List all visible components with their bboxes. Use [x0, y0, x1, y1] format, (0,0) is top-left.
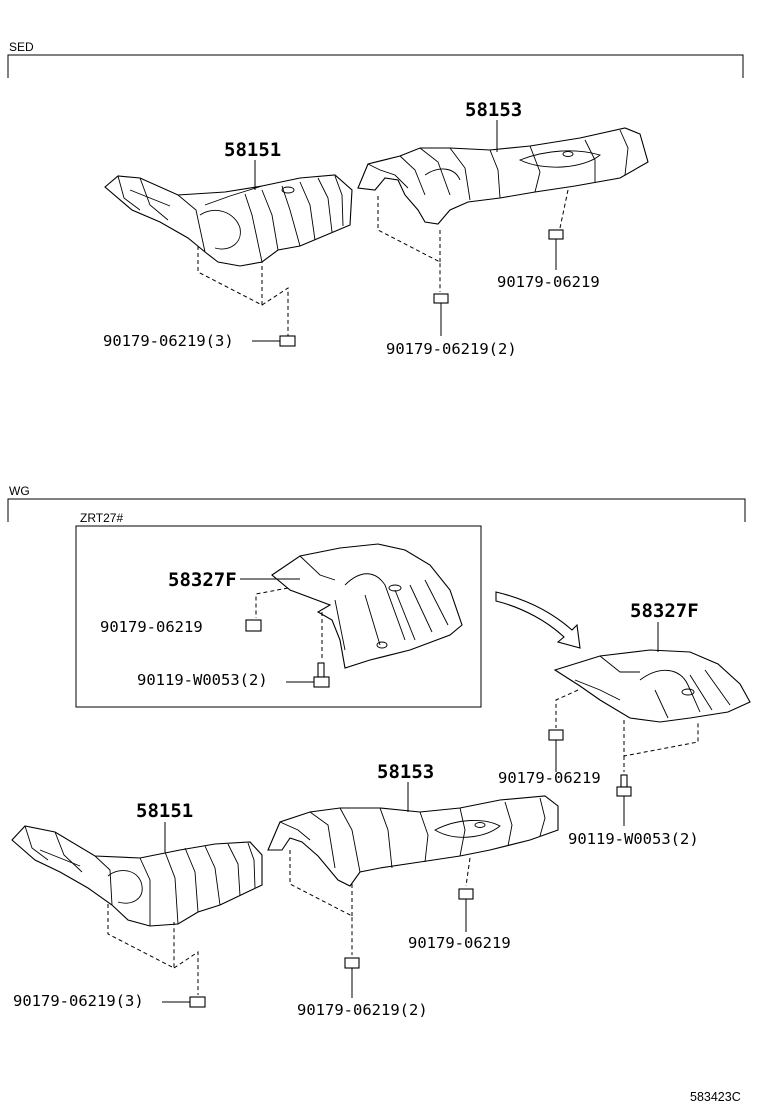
wg-58151-dash-2 [173, 951, 199, 995]
wg-insulator-58327f [553, 649, 751, 723]
zrt-dash-nut [255, 587, 289, 618]
part-label-sed-58153: 58153 [465, 99, 523, 121]
wg-nut [548, 729, 564, 772]
sed-section-bracket [7, 54, 744, 78]
bolt-label-sed-mid: 90179-06219(2) [386, 340, 517, 358]
wg-58153-dash-1 [289, 850, 353, 955]
sed-nut-right [548, 229, 564, 270]
part-label-wg-58151: 58151 [136, 800, 194, 822]
bolt-label-zrt-screw: 90119-W0053(2) [137, 671, 268, 689]
direction-arrow [495, 591, 581, 649]
part-label-wg-58327f: 58327F [630, 600, 699, 622]
wg-nut-left [162, 996, 206, 1008]
sed-58153-dash-3 [559, 189, 569, 229]
part-label-sed-58151: 58151 [224, 139, 282, 161]
section-label-wg: WG [9, 484, 30, 498]
section-label-sed: SED [9, 40, 34, 54]
wg-dash-nut [555, 689, 579, 728]
bolt-label-wg-nut: 90179-06219 [498, 769, 601, 787]
zrt-screw [286, 662, 330, 688]
bolt-label-zrt-nut: 90179-06219 [100, 618, 203, 636]
sed-58151-dash-2 [261, 287, 289, 340]
wg-section-bracket [7, 498, 746, 522]
wg-nut-mid [344, 957, 360, 998]
zrt-nut [245, 619, 262, 632]
wg-screw [616, 774, 632, 826]
diagram-code: 583423C [690, 1090, 741, 1104]
bolt-label-sed-left: 90179-06219(3) [103, 332, 234, 350]
bolt-label-wg-left: 90179-06219(3) [13, 992, 144, 1010]
wg-insulator-58153 [267, 795, 559, 887]
zrt-insulator-58327f [271, 543, 463, 669]
wg-nut-right [458, 888, 474, 932]
bolt-label-wg-screw: 90119-W0053(2) [568, 830, 699, 848]
wg-58153-dash-3 [465, 857, 471, 887]
sed-58153-dash-1 [377, 196, 441, 292]
bolt-label-wg-right: 90179-06219 [408, 934, 511, 952]
wg-dash-screw [623, 720, 699, 757]
bolt-label-wg-mid: 90179-06219(2) [297, 1001, 428, 1019]
bolt-label-sed-right: 90179-06219 [497, 273, 600, 291]
sed-insulator-58153 [357, 127, 649, 225]
sed-insulator-58151 [104, 174, 353, 267]
wg-insulator-58151 [11, 825, 263, 927]
wg-58151-dash-1 [107, 904, 175, 969]
sed-58151-dash-1 [197, 246, 263, 306]
section-label-zrt: ZRT27# [80, 511, 124, 525]
zrt-inset-box [75, 525, 482, 708]
sed-nut-left [252, 335, 296, 347]
part-label-wg-58153: 58153 [377, 761, 435, 783]
sed-nut-mid [433, 293, 449, 336]
part-label-zrt-58327f: 58327F [168, 569, 237, 591]
